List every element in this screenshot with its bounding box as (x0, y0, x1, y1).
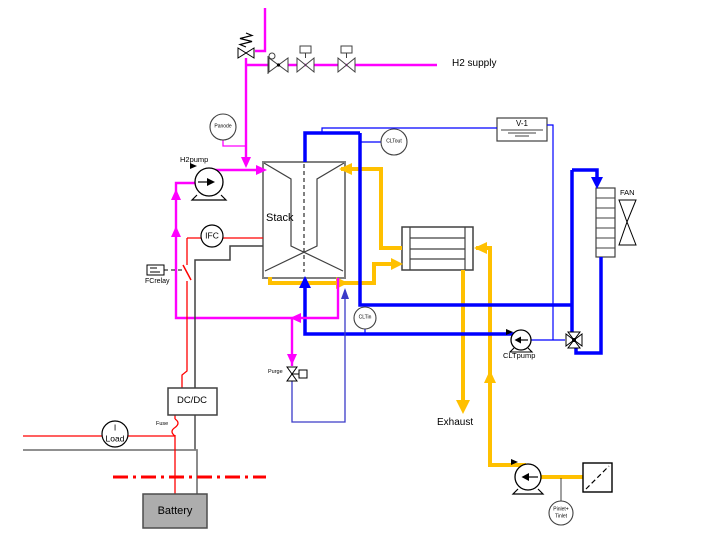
load-meter (101, 420, 129, 448)
thermostat-valve-icon (565, 331, 583, 349)
humidifier-box (401, 226, 474, 271)
fuse-label: Fuse (156, 421, 169, 427)
battery-box (142, 493, 208, 529)
coolant-flow-arrows (299, 177, 603, 288)
exhaust-label: Exhaust (437, 417, 474, 428)
expansion-tank (496, 117, 548, 142)
battery-label: Battery (157, 505, 193, 518)
ifc-sensor (200, 224, 224, 248)
h2-supply-label: H2 supply (452, 58, 497, 69)
v1-label: V-1 (515, 118, 529, 128)
radiator-box (595, 187, 616, 258)
load-label: Load (105, 433, 125, 444)
pressure-regulator-icon (237, 32, 255, 59)
solenoid-valve-icon-1 (296, 45, 315, 74)
tinlet-label: Tinlet (554, 513, 568, 520)
switch-icon (182, 264, 192, 281)
electrical-wires (23, 237, 562, 502)
fan-label: FAN (620, 188, 635, 197)
load-i-label: I (113, 422, 117, 433)
fcrelay-label: FCrelay (145, 278, 170, 285)
dcdc-box (167, 387, 218, 416)
fuse-icon (171, 418, 179, 437)
h2-flow-arrows (171, 157, 301, 365)
h2pump-icon (190, 163, 228, 201)
airpump-icon (511, 459, 545, 495)
panode-label: Panode (214, 123, 232, 130)
purge-valve-icon (286, 366, 308, 382)
cltin-label: CLTin (358, 314, 372, 321)
cltin-sensor (353, 306, 377, 330)
h2pump-label: H2pump (180, 155, 209, 164)
hand-valve-icon (267, 52, 289, 74)
fcrelay-icon (146, 264, 183, 276)
cltpump-icon (506, 329, 534, 353)
cltout-label: CLTout (386, 138, 402, 145)
filter-icon (582, 462, 613, 493)
cltout-sensor (380, 128, 408, 156)
solenoid-valve-icon-2 (337, 45, 356, 74)
pinlet-label: Pinlet+ (553, 506, 569, 513)
stack-label: Stack (266, 212, 294, 224)
purge-vent-line (291, 288, 349, 423)
stack-box (262, 161, 346, 279)
ifc-label: IFC (205, 230, 219, 241)
pinlet-tinlet-sensor (548, 500, 574, 526)
panode-sensor (209, 113, 237, 141)
cltpump-label: CLTpump (503, 351, 536, 360)
dcdc-label: DC/DC (176, 395, 208, 407)
fan-icon (618, 199, 637, 246)
purge-label: Purge (268, 369, 283, 375)
